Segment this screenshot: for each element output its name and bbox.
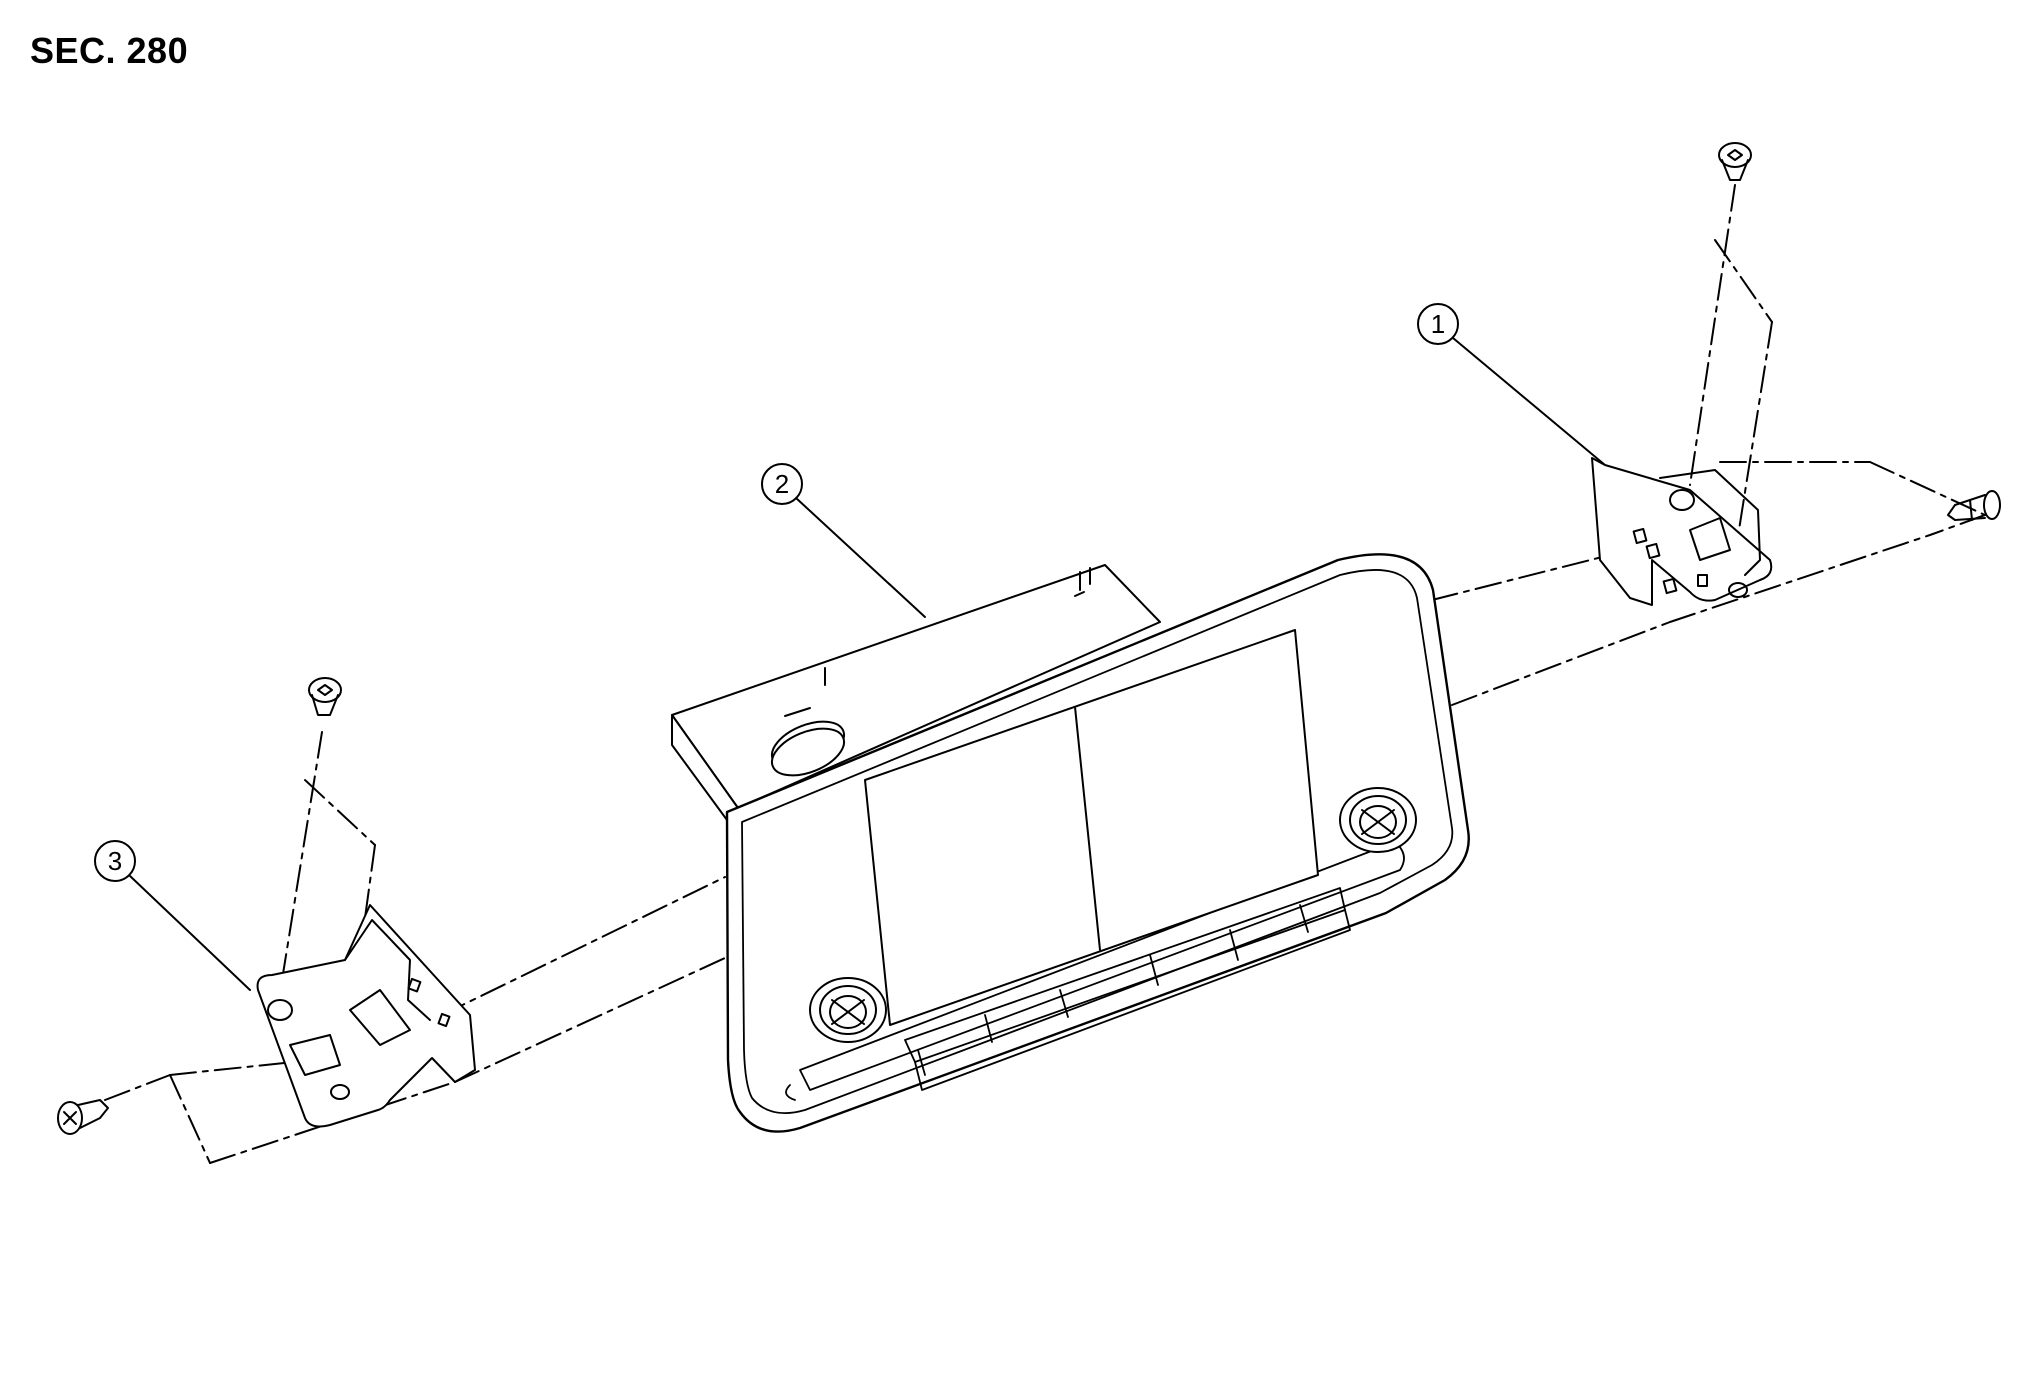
callout-label: 1 <box>1431 309 1445 339</box>
right-knob-icon <box>1339 787 1417 853</box>
screw-icon <box>1718 142 1752 181</box>
section-title: SEC. 280 <box>30 30 189 71</box>
callout-2: 2 <box>761 463 926 618</box>
left-knob-icon <box>809 977 887 1043</box>
callout-label: 3 <box>108 846 122 876</box>
right-bracket <box>1591 457 1773 606</box>
display-screen <box>864 629 1319 1026</box>
screw-icon <box>1947 490 2001 521</box>
callout-1: 1 <box>1417 303 1606 466</box>
left-bracket <box>256 904 476 1128</box>
screw-icon <box>308 677 342 716</box>
display-unit <box>671 553 1470 1133</box>
callout-label: 2 <box>775 469 789 499</box>
assembly-center-lines <box>104 184 1986 1164</box>
screw-icon <box>57 1099 109 1135</box>
top-knob <box>770 720 846 777</box>
callout-3: 3 <box>94 840 251 991</box>
button-row <box>904 887 1351 1091</box>
